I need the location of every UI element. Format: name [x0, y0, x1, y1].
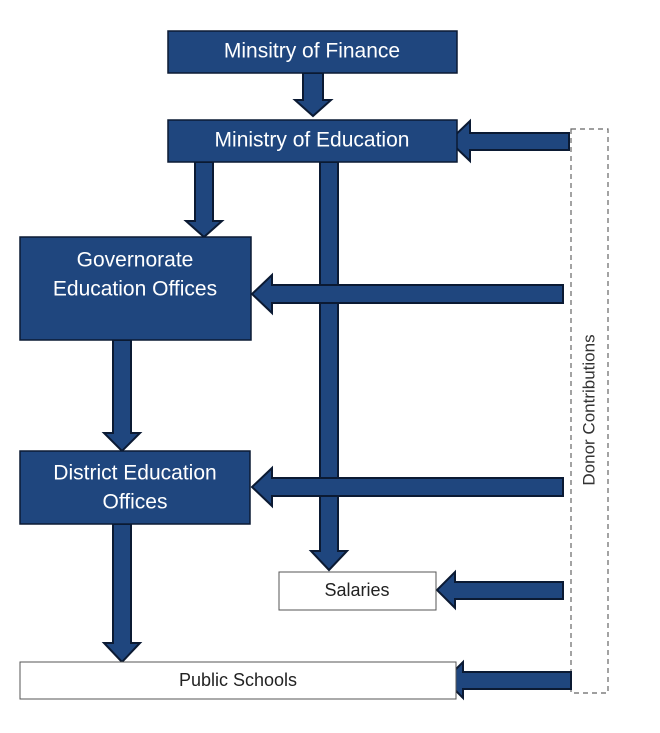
district-label-line2: Offices — [103, 491, 168, 514]
arrow-donor-to-district — [250, 465, 564, 509]
public-schools-box — [19, 661, 457, 700]
arrow-education-to-salaries — [308, 161, 350, 572]
arrow-district-to-schools — [101, 523, 143, 664]
ministry-of-finance-box — [167, 30, 458, 74]
arrow-education-to-governorate — [183, 161, 225, 239]
ministry-of-education-box — [167, 119, 458, 163]
governorate-label-line1: Governorate — [77, 249, 194, 272]
donor-contributions-box — [570, 128, 609, 694]
arrow-donor-to-salaries — [435, 569, 564, 611]
governorate-education-offices-box — [19, 236, 252, 341]
salaries-box — [278, 571, 437, 611]
arrow-donor-to-education — [447, 118, 570, 164]
public-schools-label: Public Schools — [179, 670, 297, 690]
donor-contributions-label: Donor Contributions — [579, 334, 598, 485]
salaries-label: Salaries — [324, 580, 389, 600]
arrow-donor-to-governorate — [250, 272, 564, 316]
ministry-of-education-label: Ministry of Education — [215, 129, 410, 152]
arrow-donor-to-schools — [443, 659, 572, 701]
district-education-offices-box — [19, 450, 251, 525]
district-label-line1: District Education — [53, 462, 216, 485]
arrow-finance-to-education — [292, 72, 334, 118]
arrow-governorate-to-district — [101, 339, 143, 453]
governorate-label-line2: Education Offices — [53, 278, 217, 301]
ministry-of-finance-label: Minsitry of Finance — [224, 40, 400, 63]
